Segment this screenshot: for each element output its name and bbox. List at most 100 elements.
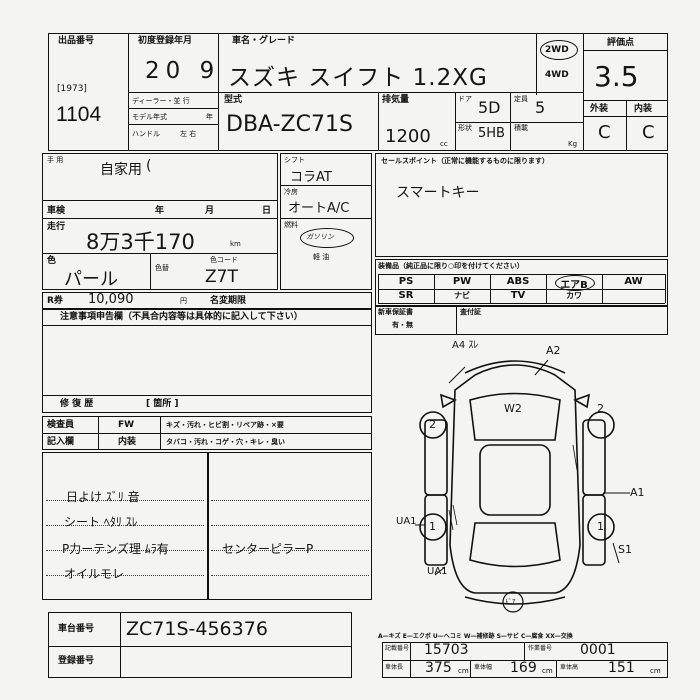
color-code-value: Z7T: [205, 267, 238, 287]
form-no-label: 記載番号: [385, 645, 410, 652]
door-label: ドア: [458, 95, 472, 103]
sales-point-value: スマートキー: [396, 185, 480, 201]
length-value: 375: [425, 660, 452, 676]
color-change-label: 色替: [155, 264, 169, 272]
note-4: オイルモレ: [64, 567, 125, 581]
caution-label: 注意事項申告欄（不具合内容等は具体的に記入して下さい）: [60, 312, 303, 322]
shaken-day: 日: [262, 206, 272, 216]
mark-s1: S1: [618, 543, 632, 556]
equip-navi: ナビ: [454, 291, 470, 300]
chassis-value: ZC71S-456376: [126, 618, 268, 640]
displacement-unit: cc: [440, 140, 448, 148]
handle-label: ハンドル: [132, 130, 160, 138]
name-change-label: 名変期限: [210, 296, 247, 306]
ac-label: 冷房: [284, 188, 298, 196]
mark-1-right: 1: [597, 520, 604, 533]
mark-1-left: 1: [429, 520, 436, 533]
model-year-label: モデル年式: [132, 113, 167, 121]
capacity-value: 5: [535, 98, 546, 117]
sales-point-frame: [375, 153, 668, 257]
car-diagram: [415, 359, 630, 613]
chassis-frame: [48, 612, 352, 678]
caution-frame: [42, 309, 372, 413]
middle-left-frame: [42, 153, 278, 290]
eval-bill-label: 査付証: [460, 308, 481, 316]
displacement-label: 排気量: [382, 95, 410, 105]
exhibit-no-label: 出品番号: [58, 36, 95, 46]
mark-a2: A2: [546, 344, 561, 357]
diagram-tiny: ﾄﾞｱ: [505, 598, 516, 606]
worker-label: 作業番号: [528, 645, 553, 652]
mark-2-right: 2: [597, 402, 604, 415]
mark-ua1-bottom: UA1: [427, 566, 448, 577]
repair-label: 修 復 歴: [60, 399, 94, 409]
first-reg-value: 20 9: [145, 58, 221, 84]
length-label: 車体長: [385, 664, 404, 671]
fuel-circle: [300, 228, 354, 248]
equip-leather: カワ: [566, 291, 582, 300]
new-car-warranty-label: 新車保証書: [378, 308, 413, 316]
door-value: 5D: [478, 98, 501, 117]
mark-a4: A4 ｽﾚ: [452, 340, 479, 351]
note-1: 日よけ ｽﾞﾘ 音: [66, 490, 140, 504]
naisou-label: 内装: [118, 437, 137, 447]
equip-abs: ABS: [506, 276, 530, 287]
handle-value: 左 右: [180, 130, 197, 138]
width-unit: cm: [542, 667, 553, 675]
equip-ps: PS: [398, 276, 414, 287]
interior-value: C: [642, 122, 655, 143]
equip-sr: SR: [398, 290, 414, 301]
defect-legend: A—キズ E—エクボ U—ヘコミ W—補修跡 S—サビ C—腐食 XX—交換: [378, 633, 573, 640]
mark-a1: A1: [630, 486, 645, 499]
ac-value: オートA/C: [288, 201, 350, 216]
recycle-row: [42, 292, 372, 309]
note-right: センターピラーP: [222, 542, 314, 556]
repair-location: [ 箇所 ]: [146, 399, 179, 409]
shaken-month: 月: [205, 206, 215, 216]
drive-2wd: 2WD: [545, 45, 569, 55]
legend-interior: タバコ・汚れ・コゲ・穴・キレ・臭い: [166, 438, 285, 446]
color-label: 色: [47, 256, 57, 266]
new-car-warranty-value: 有・無: [392, 321, 413, 329]
shift-value: コラAT: [290, 170, 332, 185]
exterior-label: 外装: [590, 104, 609, 114]
fuel-option: 軽 油: [313, 253, 330, 261]
note-2: シート ﾍﾀﾘ ｽﾚ: [64, 515, 138, 529]
equip-aw: AW: [624, 276, 643, 287]
equip-label: 装備品（純正品に限り○印を付けてください）: [378, 262, 524, 270]
mark-2-left: 2: [429, 418, 436, 431]
color-code-label: 色コード: [210, 256, 238, 264]
mileage-unit: km: [230, 240, 241, 248]
inspector-label-2: 記入欄: [47, 437, 75, 447]
usage-value: 自家用: [100, 162, 142, 178]
sales-point-label: セールスポイント（正常に機能するものに限ります）: [381, 157, 549, 165]
displacement-value: 1200: [385, 126, 431, 147]
warranty-frame: [375, 305, 668, 335]
fuel-label: 燃料: [284, 221, 298, 229]
fuel-value: ガソリン: [306, 233, 334, 241]
model-year-suffix: 年: [206, 113, 213, 121]
rating-label: 評価点: [607, 38, 635, 48]
shift-label: シフト: [284, 156, 305, 164]
recycle-unit: 円: [180, 297, 187, 305]
car-name-value: スズキ スイフト 1.2XG: [228, 65, 488, 91]
rating-value: 3.5: [594, 60, 639, 93]
equipment-frame: [375, 259, 668, 307]
shift-column: [280, 153, 372, 290]
shape-label: 形状: [458, 124, 472, 132]
mileage-value: 8万3千170: [86, 230, 195, 254]
equip-tv: TV: [510, 290, 526, 301]
form-no-value: 15703: [424, 642, 469, 658]
mark-w2: W2: [504, 402, 522, 415]
height-unit: cm: [650, 667, 661, 675]
dealer-label: ディーラー・並 行: [132, 97, 190, 105]
lot-number: 1104: [56, 103, 102, 126]
recycle-value: 10,090: [88, 292, 134, 307]
inspector-label: 検査員: [47, 420, 75, 430]
load-unit: Kg: [568, 140, 578, 148]
width-value: 169: [510, 660, 537, 676]
load-label: 積載: [514, 124, 528, 132]
note-3: P力ーテンズ理 ﾑﾗ有: [62, 542, 169, 556]
shaken-year: 年: [155, 206, 165, 216]
reg-label: 登録番号: [58, 656, 95, 666]
